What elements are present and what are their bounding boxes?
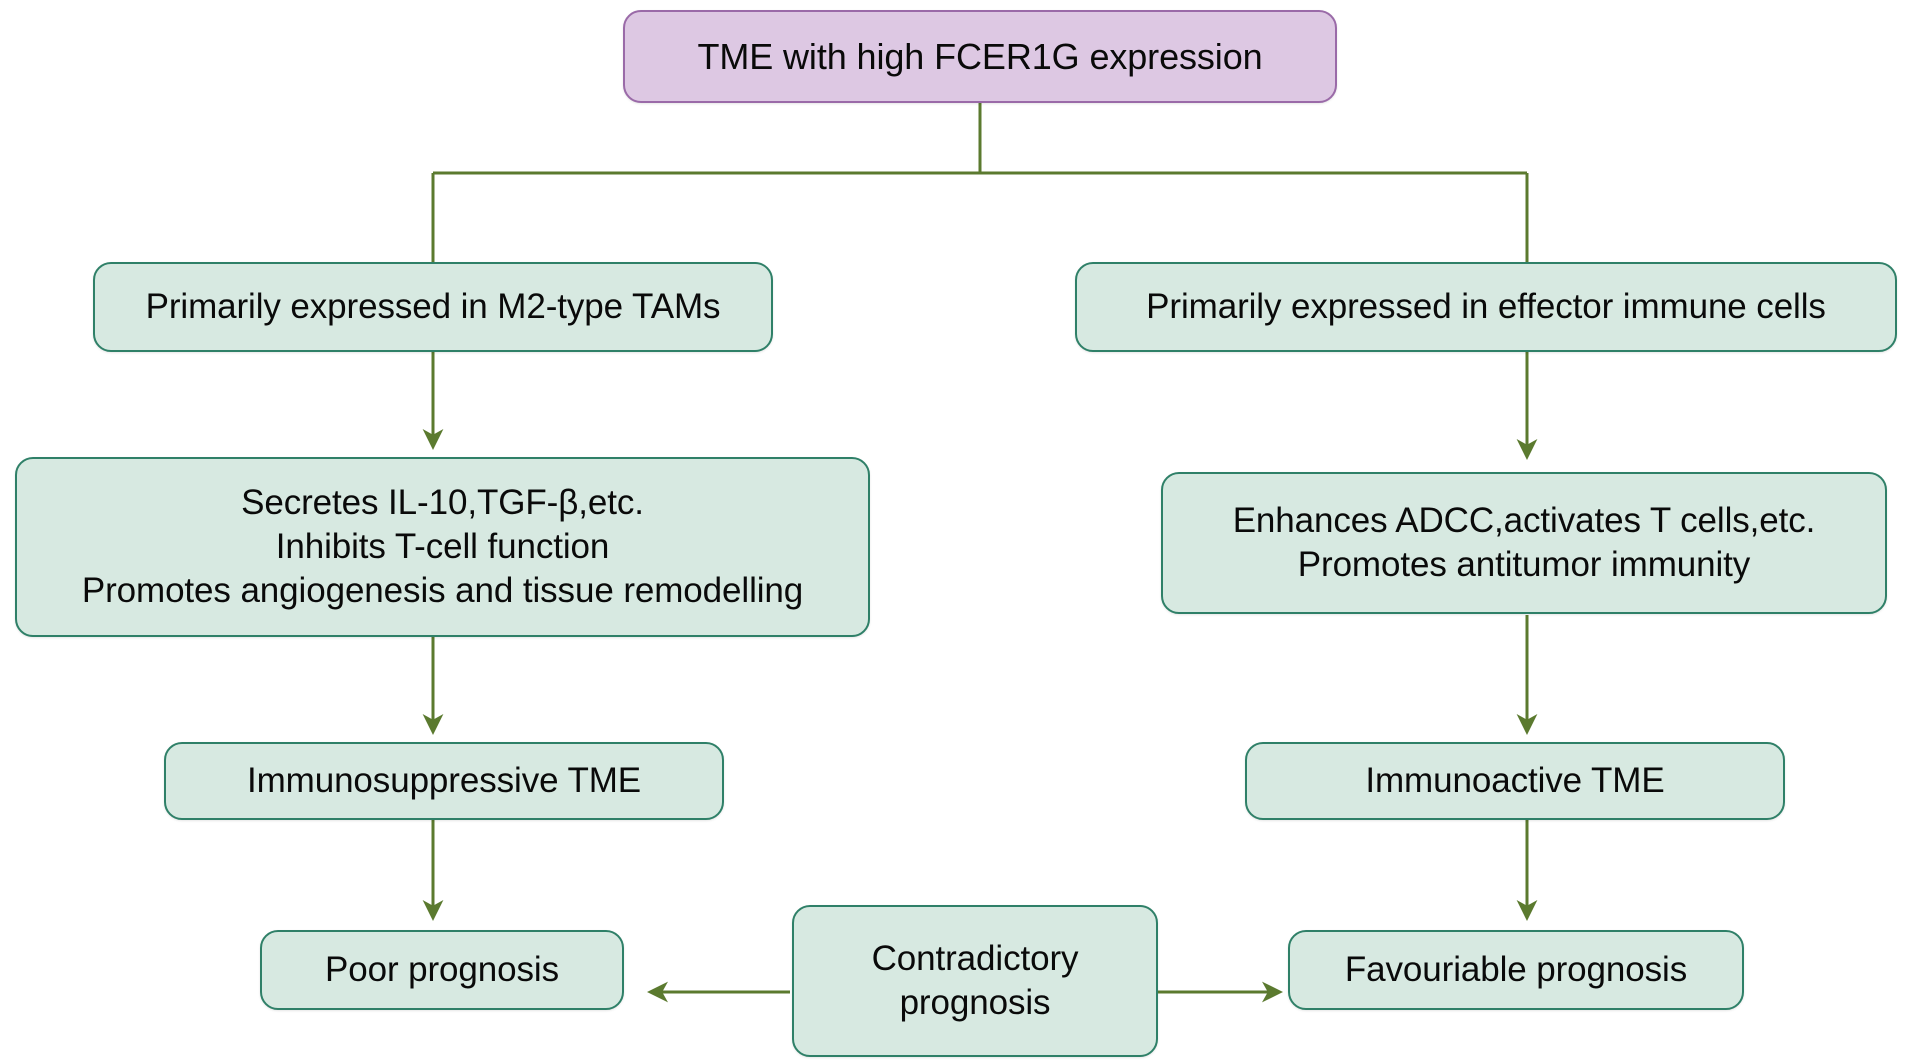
node-right-expression[interactable]: Primarily expressed in effector immune c… [1075, 262, 1897, 352]
node-left-microenvironment[interactable]: Immunosuppressive TME [164, 742, 724, 820]
node-contradictory-prognosis[interactable]: Contradictory prognosis [792, 905, 1158, 1057]
node-right-microenvironment[interactable]: Immunoactive TME [1245, 742, 1785, 820]
node-left-expression[interactable]: Primarily expressed in M2-type TAMs [93, 262, 773, 352]
node-right-effects[interactable]: Enhances ADCC,activates T cells,etc. Pro… [1161, 472, 1887, 614]
node-left-effects[interactable]: Secretes IL-10,TGF-β,etc. Inhibits T-cel… [15, 457, 870, 637]
node-right-prognosis[interactable]: Favouriable prognosis [1288, 930, 1744, 1010]
edge-root-split [431, 103, 1529, 262]
node-tme-high-fcer1g[interactable]: TME with high FCER1G expression [623, 10, 1337, 103]
node-left-prognosis[interactable]: Poor prognosis [260, 930, 624, 1010]
